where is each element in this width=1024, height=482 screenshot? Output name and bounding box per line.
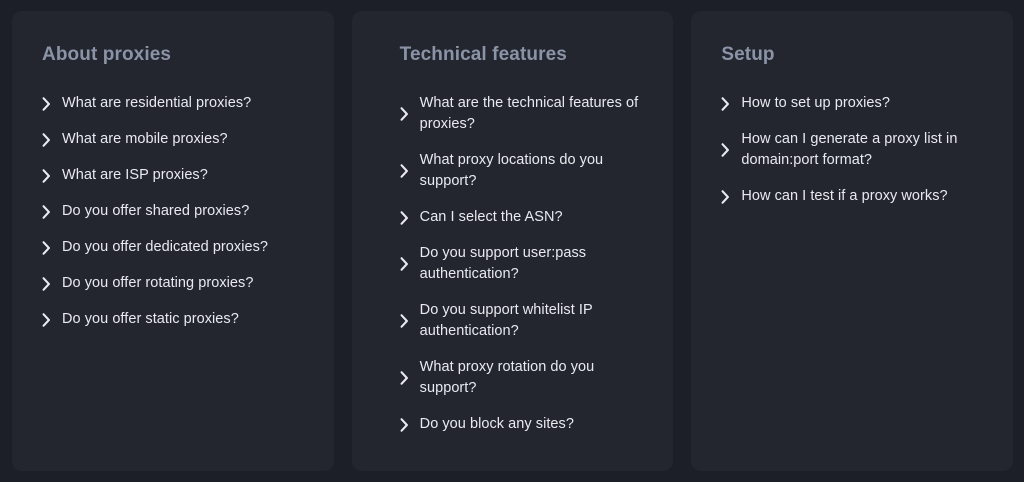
chevron-right-icon <box>400 257 409 271</box>
chevron-right-icon <box>721 96 730 111</box>
faq-item[interactable]: Do you support user:pass authentication? <box>400 243 644 285</box>
faq-item[interactable]: What are the technical features of proxi… <box>400 93 644 135</box>
faq-item[interactable]: How to set up proxies? <box>721 93 983 114</box>
chevron-right-icon <box>42 168 51 183</box>
faq-item[interactable]: Do you support whitelist IP authenticati… <box>400 300 644 342</box>
faq-item[interactable]: Can I select the ASN? <box>400 207 644 228</box>
faq-item-label: What are mobile proxies? <box>62 131 228 147</box>
faq-item-label: How to set up proxies? <box>741 95 890 111</box>
faq-list: How to set up proxies? How can I generat… <box>721 93 983 207</box>
faq-item-label: Do you support user:pass authentication? <box>419 245 587 282</box>
chevron-right-icon <box>400 417 409 432</box>
faq-item[interactable]: Do you block any sites? <box>400 414 644 435</box>
faq-item[interactable]: Do you offer rotating proxies? <box>42 273 304 294</box>
faq-item-label: What are the technical features of proxi… <box>419 95 639 132</box>
faq-item-label: What proxy rotation do you support? <box>419 359 595 396</box>
faq-list: What are residential proxies? What are m… <box>42 93 304 330</box>
chevron-right-icon <box>400 210 409 225</box>
faq-item-label: Do you support whitelist IP authenticati… <box>419 302 593 339</box>
chevron-right-icon <box>42 276 51 291</box>
chevron-right-icon <box>721 143 730 157</box>
faq-item[interactable]: How can I test if a proxy works? <box>721 186 983 207</box>
faq-column-heading: About proxies <box>42 44 172 65</box>
faq-item[interactable]: What proxy rotation do you support? <box>400 357 644 399</box>
faq-column-about-proxies: About proxies What are residential proxi… <box>12 11 334 471</box>
faq-item[interactable]: What are residential proxies? <box>42 93 304 114</box>
faq-item[interactable]: Do you offer static proxies? <box>42 309 304 330</box>
faq-item[interactable]: What are ISP proxies? <box>42 165 304 186</box>
faq-list: What are the technical features of proxi… <box>382 93 644 435</box>
faq-item-label: Do you offer rotating proxies? <box>62 275 254 291</box>
faq-item[interactable]: What proxy locations do you support? <box>400 150 644 192</box>
faq-item-label: How can I test if a proxy works? <box>741 188 948 204</box>
faq-column-heading: Setup <box>721 44 775 65</box>
faq-item-label: How can I generate a proxy list in domai… <box>741 131 958 168</box>
faq-item-label: Do you offer static proxies? <box>62 311 239 327</box>
chevron-right-icon <box>42 240 51 255</box>
faq-item-label: Do you offer shared proxies? <box>62 203 250 219</box>
chevron-right-icon <box>400 371 409 385</box>
faq-item-label: What are ISP proxies? <box>62 167 208 183</box>
faq-item[interactable]: Do you offer shared proxies? <box>42 201 304 222</box>
faq-item[interactable]: How can I generate a proxy list in domai… <box>721 129 983 171</box>
chevron-right-icon <box>42 312 51 327</box>
chevron-right-icon <box>42 204 51 219</box>
faq-item[interactable]: Do you offer dedicated proxies? <box>42 237 304 258</box>
faq-item-label: What are residential proxies? <box>62 95 252 111</box>
chevron-right-icon <box>400 164 409 178</box>
chevron-right-icon <box>42 96 51 111</box>
faq-item-label: Do you block any sites? <box>419 416 574 432</box>
faq-item-label: Can I select the ASN? <box>419 209 563 225</box>
chevron-right-icon <box>721 189 730 204</box>
faq-column-setup: Setup How to set up proxies? How can I g… <box>691 11 1014 471</box>
faq-column-heading: Technical features <box>399 44 567 65</box>
chevron-right-icon <box>400 314 409 328</box>
chevron-right-icon <box>42 132 51 147</box>
faq-item-label: Do you offer dedicated proxies? <box>62 239 269 255</box>
faq-item[interactable]: What are mobile proxies? <box>42 129 304 150</box>
faq-item-label: What proxy locations do you support? <box>419 152 604 189</box>
chevron-right-icon <box>400 107 409 121</box>
faq-column-technical-features: Technical features What are the technica… <box>351 11 674 471</box>
